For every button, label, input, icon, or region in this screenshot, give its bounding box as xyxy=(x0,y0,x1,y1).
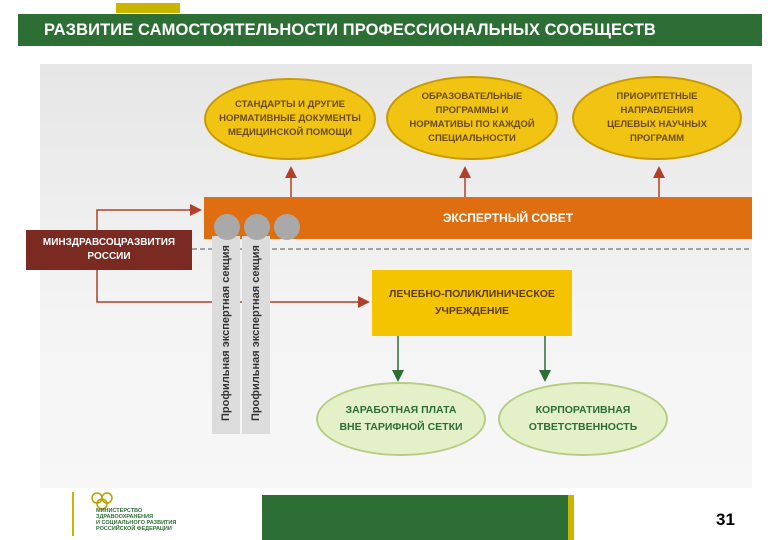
section-circle-2 xyxy=(244,214,270,240)
slide-title: РАЗВИТИЕ САМОСТОЯТЕЛЬНОСТИ ПРОФЕССИОНАЛЬ… xyxy=(44,20,656,39)
clinic-box: ЛЕЧЕБНО-ПОЛИКЛИНИЧЕСКОЕ УЧРЕЖДЕНИЕ xyxy=(372,270,572,336)
oval-corporate-responsibility: КОРПОРАТИВНАЯ ОТВЕТСТВЕННОСТЬ xyxy=(498,382,668,456)
ministry-box: МИНЗДРАВСОЦРАЗВИТИЯ РОССИИ xyxy=(26,230,192,270)
oval-research-priorities: ПРИОРИТЕТНЫЕ НАПРАВЛЕНИЯ ЦЕЛЕВЫХ НАУЧНЫХ… xyxy=(572,76,742,160)
title-accent-bar xyxy=(116,3,180,13)
section-strip-1 xyxy=(212,236,240,434)
section-circle-1 xyxy=(214,214,240,240)
logo-text: МИНИСТЕРСТВО ЗДРАВООХРАНЕНИЯ И СОЦИАЛЬНО… xyxy=(96,508,177,532)
section-circle-3 xyxy=(274,214,300,240)
oval-standards: СТАНДАРТЫ И ДРУГИЕ НОРМАТИВНЫЕ ДОКУМЕНТЫ… xyxy=(204,78,376,160)
page-number: 31 xyxy=(716,510,735,529)
ministry-logo: МИНИСТЕРСТВО ЗДРАВООХРАНЕНИЯ И СОЦИАЛЬНО… xyxy=(72,492,232,536)
section-strip-2 xyxy=(242,236,270,434)
section-label-1: Профильная экспертная секция xyxy=(220,245,232,421)
arrow-ministry-to-clinic xyxy=(96,270,370,308)
logo-divider xyxy=(72,492,74,536)
expert-council-label: ЭКСПЕРТНЫЙ СОВЕТ xyxy=(442,211,574,225)
oval-education-programs: ОБРАЗОВАТЕЛЬНЫЕ ПРОГРАММЫ И НОРМАТИВЫ ПО… xyxy=(386,76,558,160)
logo-emblem-icon xyxy=(91,492,113,510)
section-label-2: Профильная экспертная секция xyxy=(250,245,262,421)
title-bar: РАЗВИТИЕ САМОСТОЯТЕЛЬНОСТИ ПРОФЕССИОНАЛЬ… xyxy=(18,14,762,46)
oval-salary: ЗАРАБОТНАЯ ПЛАТА ВНЕ ТАРИФНОЙ СЕТКИ xyxy=(316,382,486,456)
arrow-ministry-to-council xyxy=(96,204,202,230)
footer-green-bar xyxy=(262,495,568,540)
